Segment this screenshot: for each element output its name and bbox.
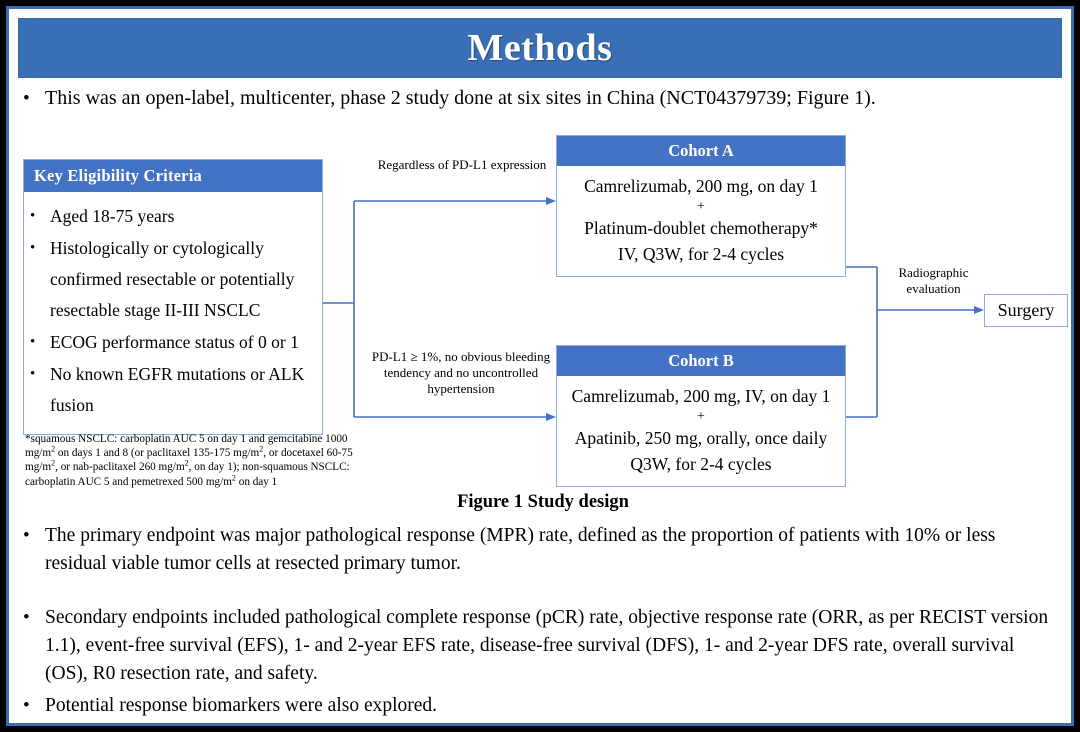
slide: Methods • This was an open-label, multic…: [6, 6, 1074, 726]
bullet-glyph: •: [23, 695, 30, 716]
surgery-label: Surgery: [997, 300, 1055, 320]
cohort-a-plus: +: [697, 199, 705, 214]
surgery-box: Surgery: [984, 294, 1068, 327]
list-item: • ECOG performance status of 0 or 1: [30, 327, 314, 358]
bullet-glyph: •: [23, 525, 30, 546]
body-bullet-text: Secondary endpoints included pathologica…: [45, 607, 1049, 684]
cohort-a-body: Camrelizumab, 200 mg, on day 1 + Platinu…: [557, 166, 845, 276]
cohort-a-header: Cohort A: [557, 136, 845, 166]
body-bullet-secondary-endpoints: • Secondary endpoints included pathologi…: [23, 604, 1059, 688]
cohort-a-line-3: IV, Q3W, for 2-4 cycles: [617, 244, 785, 264]
list-item: • Aged 18-75 years: [30, 201, 314, 232]
eligibility-header: Key Eligibility Criteria: [24, 160, 322, 192]
cohort-b-box: Cohort B Camrelizumab, 200 mg, IV, on da…: [556, 345, 846, 487]
chemotherapy-footnote: *squamous NSCLC: carboplatin AUC 5 on da…: [25, 433, 353, 488]
eligibility-item-text: No known EGFR mutations or ALK fusion: [50, 364, 305, 415]
cohort-a-line-1: Camrelizumab, 200 mg, on day 1: [584, 176, 818, 196]
eligibility-item-text: Aged 18-75 years: [50, 206, 175, 226]
intro-bullet: • This was an open-label, multicenter, p…: [23, 85, 1053, 112]
bullet-glyph: •: [23, 607, 30, 628]
eligibility-list: • Aged 18-75 years • Histologically or c…: [24, 192, 322, 434]
intro-bullet-text: This was an open-label, multicenter, pha…: [45, 87, 876, 109]
eligibility-criteria-box: Key Eligibility Criteria • Aged 18-75 ye…: [23, 159, 323, 435]
body-bullet-text: Potential response biomarkers were also …: [45, 695, 438, 716]
cohort-b-line-1: Camrelizumab, 200 mg, IV, on day 1: [571, 386, 831, 406]
bullet-glyph: •: [30, 208, 36, 224]
cohort-b-line-3: Q3W, for 2-4 cycles: [630, 454, 772, 474]
cohort-b-header: Cohort B: [557, 346, 845, 376]
bullet-glyph: •: [30, 240, 36, 256]
body-bullet-text: The primary endpoint was major pathologi…: [45, 525, 996, 574]
slide-title-banner: Methods: [18, 18, 1062, 78]
cohort-b-body: Camrelizumab, 200 mg, IV, on day 1 + Apa…: [557, 376, 845, 486]
cohort-a-line-2: Platinum-doublet chemotherapy*: [584, 218, 818, 238]
connector-label-radiographic-evaluation: Radiographic evaluation: [898, 265, 969, 296]
eligibility-item-text: Histologically or cytologically confirme…: [50, 238, 295, 320]
eligibility-item-text: ECOG performance status of 0 or 1: [50, 332, 299, 352]
body-bullet-biomarkers: • Potential response biomarkers were als…: [23, 692, 1059, 720]
cohort-b-plus: +: [697, 409, 705, 424]
connector-label-cohort-b: PD-L1 ≥ 1%, no obvious bleeding tendency…: [371, 349, 551, 396]
study-design-figure: Key Eligibility Criteria • Aged 18-75 ye…: [9, 127, 1077, 517]
page-title: Methods: [467, 27, 613, 69]
cohort-a-box: Cohort A Camrelizumab, 200 mg, on day 1 …: [556, 135, 846, 277]
connector-label-cohort-a: Regardless of PD-L1 expression: [377, 157, 547, 172]
cohort-b-line-2: Apatinib, 250 mg, orally, once daily: [574, 428, 828, 448]
bullet-glyph: •: [23, 88, 30, 109]
list-item: • Histologically or cytologically confir…: [30, 233, 314, 326]
bullet-glyph: •: [30, 334, 36, 350]
figure-caption: Figure 1 Study design: [457, 492, 629, 512]
list-item: • No known EGFR mutations or ALK fusion: [30, 359, 314, 421]
body-bullet-primary-endpoint: • The primary endpoint was major patholo…: [23, 522, 1059, 578]
bullet-glyph: •: [30, 366, 36, 382]
